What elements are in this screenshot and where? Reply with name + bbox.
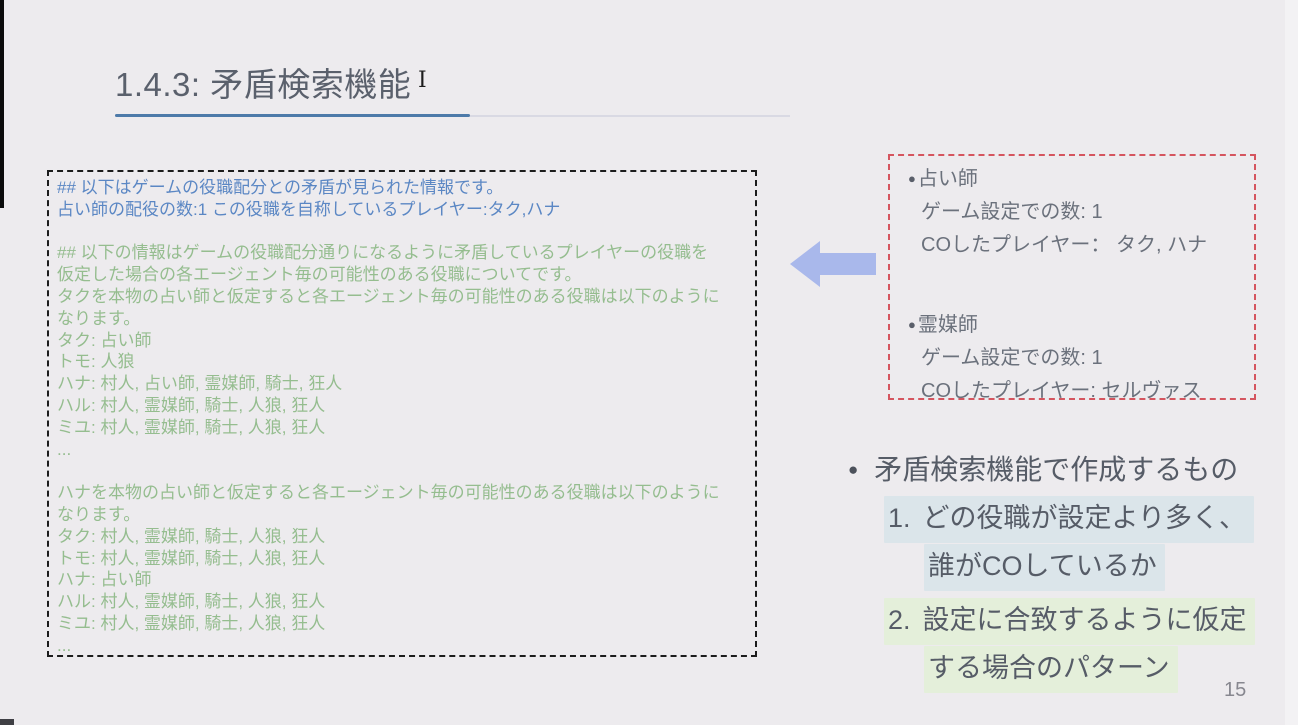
title-underline-accent [115, 114, 470, 117]
log-line: ... [57, 439, 72, 459]
bullet-icon: ● [908, 317, 916, 332]
notes-line: 1. どの役職が設定より多く、 [884, 496, 1298, 544]
log-line: ハナ: 占い師 [57, 570, 152, 590]
video-edge-strip [0, 0, 4, 208]
log-line: ハル: 村人, 霊媒師, 騎士, 人狼, 狂人 [57, 395, 326, 415]
list-number: 2. [888, 605, 911, 635]
video-edge-strip-right [1285, 0, 1298, 725]
notes-line: 誰がCOしているか [924, 544, 1298, 592]
co-role-line: ●霊媒師 [908, 308, 1244, 342]
co-count-line: ゲーム設定での数: 1 [921, 201, 1103, 223]
log-line: ## 以下の情報はゲームの役職配分通りになるように矛盾しているプレイヤーの役職を [57, 243, 709, 263]
arrow-left-icon [790, 241, 876, 287]
page-title: 1.4.3: 矛盾検索機能 [115, 66, 412, 103]
notes-heading: ● 矛盾検索機能で作成するもの [848, 448, 1288, 488]
log-line: タク: 占い師 [57, 330, 152, 350]
log-line: 仮定した場合の各エージェント毎の可能性のある役職についてです。 [57, 265, 582, 285]
arrow-shaft [818, 253, 876, 275]
log-blank-line [57, 221, 747, 243]
log-line: ## 以下はゲームの役職配分との矛盾が見られた情報です。 [57, 178, 504, 197]
co-count-line: ゲーム設定での数: 1 [921, 347, 1103, 369]
log-line: ミユ: 村人, 霊媒師, 騎士, 人狼, 狂人 [57, 613, 326, 633]
page-number: 15 [1224, 679, 1247, 701]
arrow-head [790, 241, 820, 287]
video-corner-mark [0, 719, 14, 725]
notes-text: する場合のパターン [924, 646, 1178, 693]
notes-text: 誰がCOしているか [924, 544, 1165, 591]
co-item-seer: ●占い師 ゲーム設定での数: 1 COしたプレイヤー： タク, ハナ [908, 162, 1244, 262]
co-item-medium: ●霊媒師 ゲーム設定での数: 1 COしたプレイヤー: セルヴァス [908, 308, 1244, 408]
notes-item-2: 2. 設定に合致するように仮定 する場合のパターン [884, 598, 1298, 694]
notes-line: する場合のパターン [924, 646, 1298, 694]
log-line: ハナ: 村人, 占い師, 霊媒師, 騎士, 狂人 [57, 374, 343, 394]
notes-text: どの役職が設定より多く、 [922, 503, 1246, 533]
log-line: 占い師の配役の数:1 この役職を自称しているプレイヤー:タク,ハナ [57, 199, 561, 219]
bullet-icon: ● [908, 171, 916, 186]
contradiction-log-box: ## 以下はゲームの役職配分との矛盾が見られた情報です。 占い師の配役の数:1 … [47, 170, 757, 657]
log-line: なります。 [57, 308, 141, 328]
co-players-line: COしたプレイヤー： タク, ハナ [921, 234, 1208, 256]
log-line: ハナを本物の占い師と仮定すると各エージェント毎の可能性のある役職は以下のように [57, 483, 720, 503]
co-players-line: COしたプレイヤー: セルヴァス [921, 380, 1202, 402]
co-summary-box: ●占い師 ゲーム設定での数: 1 COしたプレイヤー： タク, ハナ ●霊媒師 … [888, 154, 1256, 402]
log-line: トモ: 村人, 霊媒師, 騎士, 人狼, 狂人 [57, 548, 326, 568]
text-cursor-icon: I [418, 68, 427, 93]
notes-line: 2. 設定に合致するように仮定 [884, 598, 1298, 646]
co-role: 霊媒師 [917, 314, 978, 336]
log-blank-line [57, 460, 747, 482]
log-line: トモ: 人狼 [57, 352, 135, 372]
co-role-line: ●占い師 [908, 162, 1244, 196]
notes-text: 設定に合致するように仮定 [922, 605, 1247, 635]
notes-list: 1. どの役職が設定より多く、 誰がCOしているか 2. 設定に合致するように仮定 … [884, 496, 1298, 700]
log-line: タク: 村人, 霊媒師, 騎士, 人狼, 狂人 [57, 526, 326, 546]
bullet-icon: ● [848, 460, 859, 479]
notes-heading-text: 矛盾検索機能で作成するもの [874, 454, 1239, 485]
title-underline-rest [470, 115, 790, 117]
log-line: ... [57, 635, 72, 655]
co-role: 占い師 [917, 168, 978, 190]
log-line: ハル: 村人, 霊媒師, 騎士, 人狼, 狂人 [57, 592, 326, 612]
log-line: ミユ: 村人, 霊媒師, 騎士, 人狼, 狂人 [57, 417, 326, 437]
list-number: 1. [888, 503, 911, 533]
log-line: タクを本物の占い師と仮定すると各エージェント毎の可能性のある役職は以下のように [57, 286, 720, 306]
notes-item-1: 1. どの役職が設定より多く、 誰がCOしているか [884, 496, 1298, 592]
log-line: なります。 [57, 504, 141, 524]
